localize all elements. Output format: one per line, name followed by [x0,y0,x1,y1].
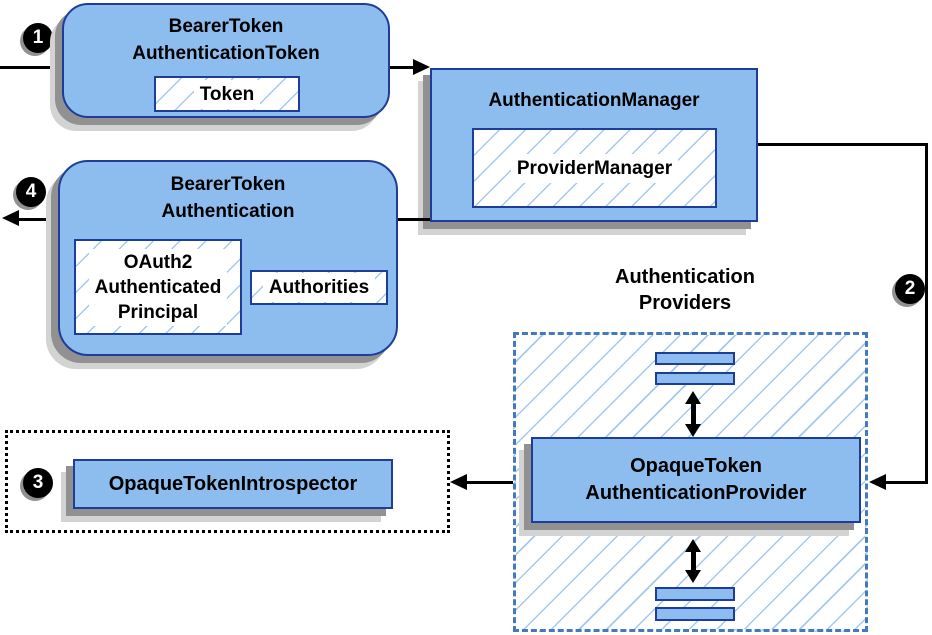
provider-stub-bar [655,372,735,385]
step-3-badge: 3 [23,468,53,498]
flow-line-manager-to-authentication [398,218,430,221]
oauth2-authenticated-principal-label: OAuth2 Authenticated Principal [88,248,228,326]
opaque-token-introspector-container: OpaqueTokenIntrospector [5,430,450,533]
flow-line-request-in [0,66,62,69]
authorities-box: Authorities [250,270,388,305]
box-title-line: OpaqueToken [630,455,762,477]
step2-line-bottom [886,481,928,484]
authentication-providers-container: OpaqueToken AuthenticationProvider [513,332,868,632]
step-2-badge: 2 [895,274,925,304]
box-title: AuthenticationManager [488,90,700,111]
flow-line-to-introspector [466,481,513,484]
authentication-providers-label: Authentication Providers [615,266,755,314]
oauth2-authenticated-principal-box: OAuth2 Authenticated Principal [74,239,242,335]
double-arrow-top [684,391,702,437]
box-title-line: BearerToken [170,174,286,195]
box-title-line: Authentication [161,201,295,222]
flow-line-to-manager [390,66,415,69]
bearer-token-authentication-token-box: BearerToken AuthenticationToken Token [62,3,390,118]
arrowhead-up [685,391,701,404]
authorities-label: Authorities [262,273,376,302]
bearer-token-authentication-box: BearerToken Authentication OAuth2 Authen… [58,160,398,356]
opaque-token-introspector-box: OpaqueTokenIntrospector [73,459,393,509]
arrowhead-to-provider [869,474,886,490]
box-title-line: AuthenticationToken [132,43,320,64]
arrowhead-to-introspector [450,474,467,490]
arrowhead-down [685,570,701,583]
introspector-label: OpaqueTokenIntrospector [108,473,358,495]
provider-stub-bar [655,607,735,621]
provider-stub-bar [655,352,735,365]
step2-line-top [758,143,928,146]
box-title-line: AuthenticationProvider [585,482,807,504]
step-1-badge: 1 [23,23,53,53]
token-box: Token [154,76,300,112]
provider-manager-label: ProviderManager [510,153,679,183]
provider-manager-box: ProviderManager [472,128,717,208]
box-title-line: BearerToken [168,16,284,37]
arrowhead-authentication-out [2,210,19,226]
authentication-manager-box: AuthenticationManager ProviderManager [430,68,758,222]
opaque-token-authentication-provider-box: OpaqueToken AuthenticationProvider [531,437,861,523]
arrowhead-down [685,424,701,437]
flow-line-authentication-out [19,218,58,221]
token-label: Token [193,79,261,109]
step-4-badge: 4 [16,177,46,207]
double-arrow-bottom [684,539,702,583]
arrowhead-up [685,539,701,552]
arrowhead-to-manager [413,59,430,75]
step2-line-vertical [925,143,928,484]
provider-stub-bar [655,587,735,601]
